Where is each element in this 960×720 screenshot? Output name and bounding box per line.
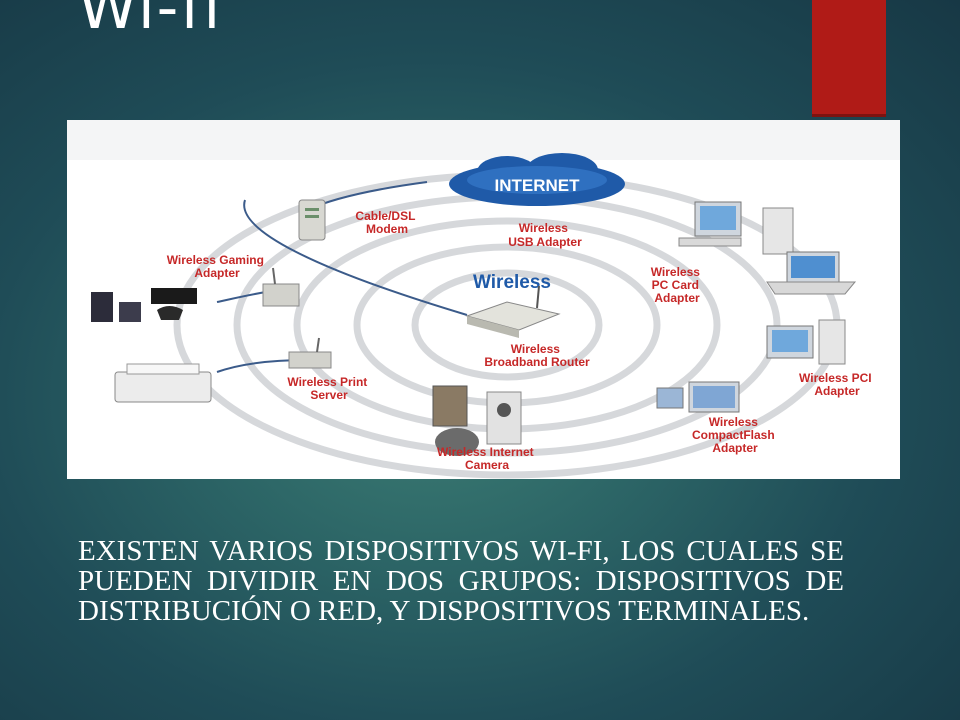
accent-bar [812, 0, 886, 117]
wifi-network-diagram: INTERNET Cable/DSL Modem Wireless USB Ad… [67, 120, 900, 479]
cable-modem-label: Cable/DSL Modem [355, 209, 418, 236]
router-icon [465, 285, 561, 338]
pci-adapter-label: Wireless PCI Adapter [799, 371, 875, 398]
slide-body-text: EXISTEN VARIOS DISPOSITIVOS WI-FI, LOS C… [78, 535, 844, 627]
internet-cloud-icon [449, 153, 625, 206]
modem-icon [298, 199, 326, 241]
compactflash-pda-icon [656, 381, 740, 413]
print-server-label: Wireless Print Server [287, 375, 370, 402]
print-server-icon [288, 337, 332, 369]
internet-camera-label: Wireless Internet Camera [437, 445, 537, 472]
compactflash-adapter-label: Wireless CompactFlash Adapter [692, 415, 778, 455]
game-console-icon [91, 288, 197, 322]
usb-adapter-label: Wireless USB Adapter [508, 221, 582, 249]
pci-desktop-icon [766, 319, 846, 365]
printer-icon [114, 363, 212, 403]
laptop-icon [766, 251, 857, 295]
slide-title: Wi-fi [78, 0, 223, 43]
gaming-adapter-label: Wireless Gaming Adapter [167, 253, 268, 280]
internet-camera-icon [432, 385, 522, 456]
internet-label: INTERNET [495, 176, 581, 195]
router-label: Wireless Broadband Router [484, 342, 590, 369]
desktop-computer-icon [678, 201, 794, 255]
gaming-adapter-icon [262, 267, 300, 307]
pc-card-adapter-label: Wireless PC Card Adapter [651, 265, 704, 305]
center-wireless-label: Wireless [473, 272, 551, 293]
